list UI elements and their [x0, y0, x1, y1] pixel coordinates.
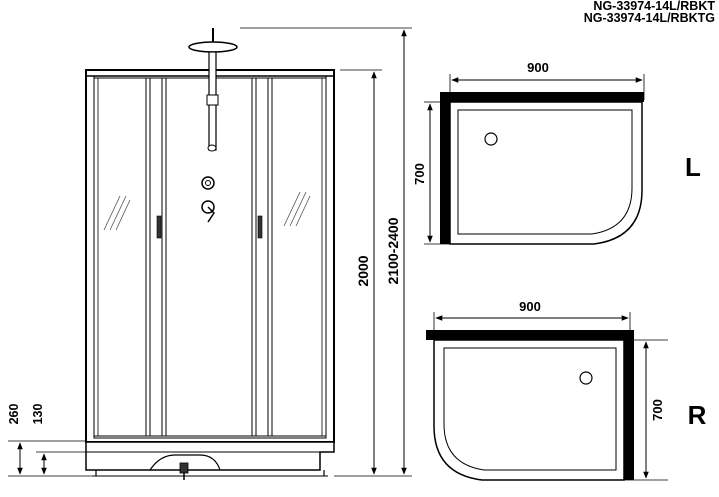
left-plan-width-label: 900 — [527, 60, 549, 75]
cabin-height-label: 2000 — [355, 255, 371, 286]
tray-height-label: 260 — [7, 404, 21, 425]
right-variant-label: R — [688, 400, 707, 430]
front-view — [85, 28, 335, 480]
rain-shower-head — [188, 41, 238, 53]
plan-right: 900 700 R — [426, 299, 707, 481]
left-side-glass — [93, 77, 147, 437]
model-code-1: NG-33974-14L/RBKT — [593, 0, 715, 13]
right-plan-width-label: 900 — [519, 299, 541, 314]
left-plan-back-wall — [440, 92, 644, 102]
left-door-handle — [156, 215, 162, 239]
right-side-glass — [271, 77, 327, 437]
right-plan-back-wall — [426, 330, 632, 340]
shower-tray — [85, 441, 335, 471]
tray-step-label: 130 — [31, 404, 45, 425]
left-plan-tray — [449, 101, 643, 245]
left-plan-drain — [484, 132, 498, 146]
left-plan-depth-label: 700 — [412, 163, 427, 185]
total-height-label: 2100-2400 — [385, 217, 401, 284]
plan-left: 900 700 L — [412, 60, 701, 245]
control-knob-top — [201, 176, 215, 190]
model-code-2: NG-33974-14L/RBKTG — [583, 11, 715, 25]
left-variant-label: L — [685, 152, 701, 182]
drain-siphon — [149, 454, 221, 471]
glass-reflections — [103, 191, 311, 231]
right-plan-tray — [433, 339, 625, 481]
right-plan-side-wall — [624, 330, 634, 480]
model-codes: NG-33974-14L/RBKT NG-33974-14L/RBKTG — [584, 0, 715, 24]
right-door-glass — [251, 77, 273, 437]
right-door-handle — [257, 215, 263, 239]
right-plan-drain — [579, 371, 593, 385]
left-door-glass — [145, 77, 167, 437]
left-plan-side-wall — [440, 92, 450, 244]
height-dimensions: 2000 2100-2400 260 130 — [7, 27, 412, 477]
right-plan-depth-label: 700 — [650, 399, 665, 421]
